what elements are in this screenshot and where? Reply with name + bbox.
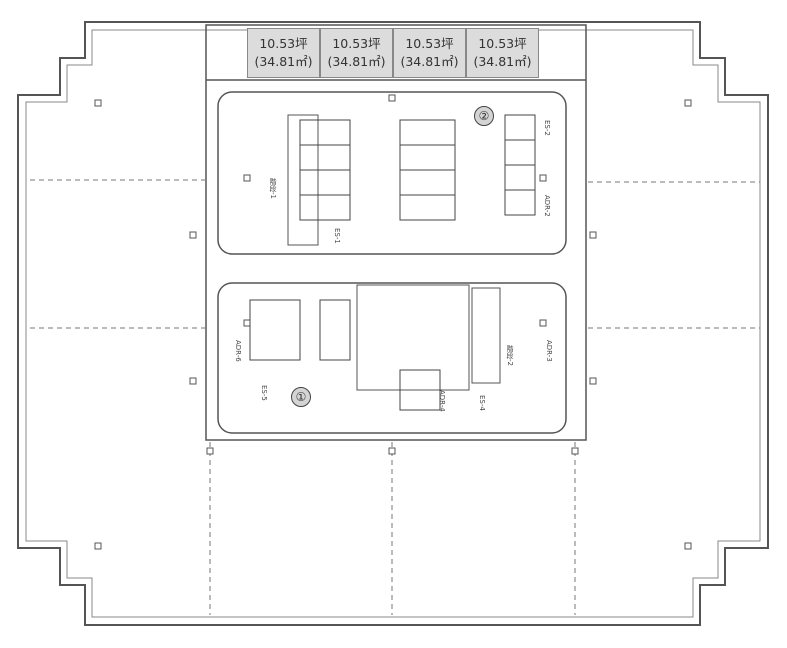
rental-unit-3[interactable]: 10.53坪 (34.81㎡) [393,28,466,78]
rental-unit-4[interactable]: 10.53坪 (34.81㎡) [466,28,539,78]
unit-area-tsubo: 10.53坪 [405,36,454,51]
upper-core-block [217,91,567,255]
lower-core-block [217,282,567,434]
marker-2: ② [474,106,494,126]
room-label: ES-5 [260,385,268,401]
building-outline [17,21,769,626]
room-label: 階段-1 [269,178,277,199]
room-label: ES-2 [543,120,551,136]
unit-area-tsubo: 10.53坪 [332,36,381,51]
room-label: ADR-3 [545,340,553,362]
unit-area-sqm: (34.81㎡) [254,54,313,69]
unit-area-sqm: (34.81㎡) [473,54,532,69]
rental-unit-1[interactable]: 10.53坪 (34.81㎡) [247,28,320,78]
marker-1: ① [291,387,311,407]
core [205,24,587,441]
room-label: ADR-2 [543,195,551,217]
room-label: ES-1 [333,228,341,244]
unit-area-tsubo: 10.53坪 [478,36,527,51]
rental-unit-2[interactable]: 10.53坪 (34.81㎡) [320,28,393,78]
unit-area-tsubo: 10.53坪 [259,36,308,51]
room-label: ES-4 [478,395,486,411]
room-label: ADR-6 [234,340,242,362]
unit-area-sqm: (34.81㎡) [400,54,459,69]
unit-area-sqm: (34.81㎡) [327,54,386,69]
room-label: ADR-4 [438,390,446,412]
room-label: 階段-2 [506,345,514,366]
